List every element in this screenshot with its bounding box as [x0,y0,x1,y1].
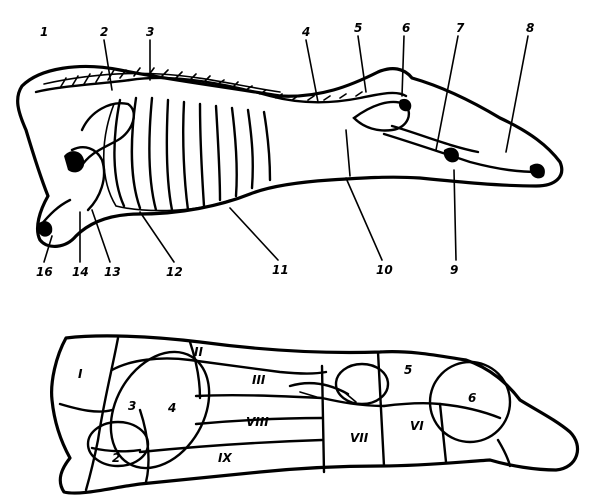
callout-14: 14 [72,265,89,279]
callout-16: 16 [36,265,53,279]
callout-11: 11 [272,263,289,277]
cuts-outline [52,336,578,493]
callout-4: 4 [301,25,310,39]
skeleton-figure: 1 2 3 4 5 6 7 8 16 14 13 12 11 10 9 [18,21,562,279]
region-hind-lower: VI [410,419,424,433]
region-top-small: II [194,345,203,359]
callout-6: 6 [402,21,410,35]
region-rump-b: 6 [468,391,476,405]
callout-5: 5 [354,21,362,35]
callout-13: 13 [104,265,121,279]
cuts-figure: I II 3 4 2 III VIII IX VII 5 6 VI [52,334,578,493]
pelvis [346,99,545,178]
callout-1: 1 [40,25,48,39]
callout-3: 3 [146,25,154,39]
region-shoulder-a: 3 [128,399,136,413]
callout-2: 2 [100,25,108,39]
callout-8: 8 [526,21,534,35]
region-rump-a: 5 [404,363,412,377]
region-brisket: 2 [112,451,120,465]
region-shoulder-b: 4 [167,401,176,415]
callout-7: 7 [456,21,465,35]
callout-12: 12 [166,265,183,279]
region-back-mid: VIII [246,415,269,429]
callout-9: 9 [450,263,458,277]
ribs [104,98,270,211]
cut-lines [60,338,510,490]
callout-10: 10 [376,263,393,277]
region-flank: IX [218,451,232,465]
region-loin-center: VII [350,431,369,445]
region-back-upper: III [252,373,266,387]
region-neck: I [78,367,83,381]
